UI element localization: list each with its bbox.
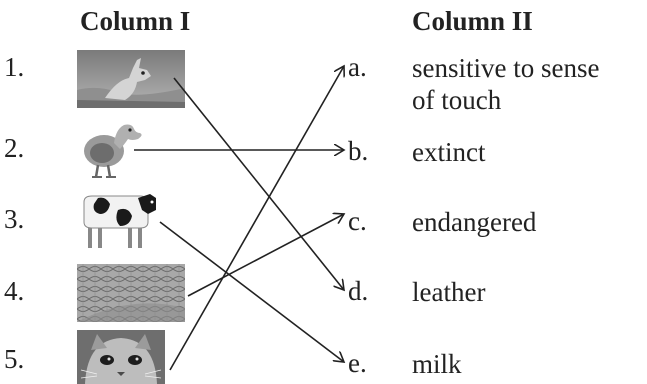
arrow-1-to-d — [173, 77, 344, 290]
item-number-4: 4. — [4, 276, 25, 306]
option-letter-e: e. — [348, 348, 367, 378]
option-text-c: endangered — [412, 207, 537, 237]
option-letter-c: c. — [348, 206, 367, 236]
item-number-2: 2. — [4, 133, 25, 163]
option-text-d: leather — [412, 277, 486, 307]
option-text-a: sensitive to sense of touch — [412, 52, 599, 116]
cat-face-image — [77, 330, 165, 384]
arrow-3-to-e — [159, 221, 344, 362]
deer-image — [77, 50, 185, 108]
cow-image — [78, 184, 160, 254]
option-text-a-line2: of touch — [412, 85, 502, 115]
option-text-a-line1: sensitive to sense — [412, 53, 600, 83]
arrow-5-to-a — [169, 66, 344, 371]
option-letter-a: a. — [348, 52, 367, 82]
option-letter-b: b. — [348, 136, 369, 166]
item-number-5: 5. — [4, 344, 25, 374]
column-2-header: Column II — [412, 6, 533, 36]
arrow-4-to-c — [187, 214, 344, 297]
option-letter-d: d. — [348, 276, 369, 306]
dodo-image — [80, 115, 150, 181]
option-text-e: milk — [412, 349, 462, 379]
item-number-1: 1. — [4, 52, 25, 82]
item-number-3: 3. — [4, 204, 25, 234]
crocodile-skin-image — [77, 264, 185, 322]
option-text-b: extinct — [412, 137, 486, 167]
column-1-header: Column I — [80, 6, 191, 36]
